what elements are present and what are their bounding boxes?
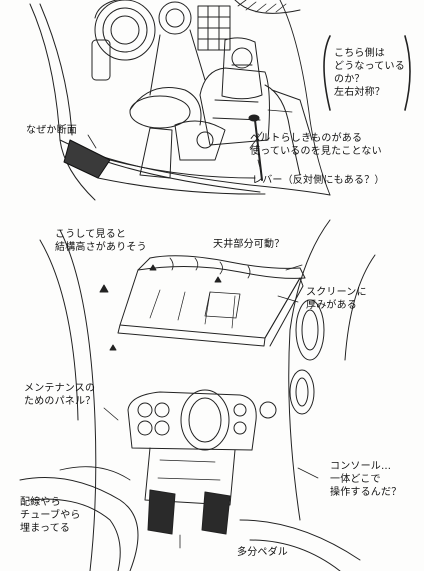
note-ceiling-movable: 天井部分可動？ — [213, 239, 285, 250]
note-console-operation: コンソール… 一体どこで 操作するんだ？ — [330, 461, 402, 498]
note-right-side-symmetry: こちら側は どうなっている のか？ 左右対称？ — [334, 48, 405, 98]
note-belt: ベルトらしきものがある 使っているのを見たことない — [250, 133, 382, 157]
top-cockpit-sketch — [29, 0, 411, 201]
note-height: こうして見ると 結構高さがありそう — [55, 229, 147, 253]
note-screen-thickness: スクリーンに 厚みがある — [306, 287, 367, 311]
bottom-console-sketch — [19, 219, 376, 571]
note-lever: レバー（反対側にもある？） — [252, 175, 385, 186]
note-pedal: 多分ペダル — [237, 547, 288, 558]
note-cut-section: なぜか断面 — [26, 125, 77, 136]
note-wiring: 配線やら チューブやら 埋まってる — [20, 497, 81, 534]
note-maintenance-panel: メンテナンスの ためのパネル？ — [24, 383, 96, 407]
